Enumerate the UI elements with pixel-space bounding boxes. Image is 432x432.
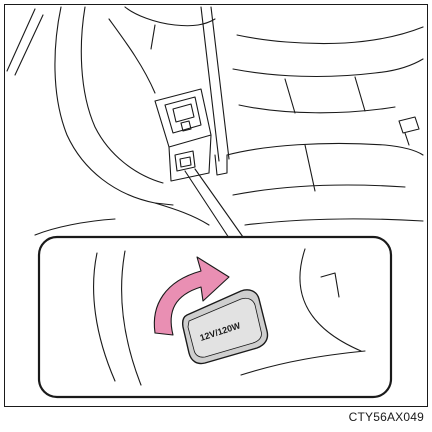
callout-pointer-left [185, 171, 231, 241]
seatbelt-strap [405, 133, 409, 145]
image-code-caption: CTY56AX049 [349, 410, 424, 424]
rear-cushion-front [233, 185, 405, 195]
callout-pointer-right [195, 169, 243, 237]
headrest-post [151, 25, 155, 49]
floor-line-2 [35, 219, 115, 235]
front-seat-back-contour [109, 19, 155, 93]
car-interior-illustration: 12V/120W [5, 5, 426, 405]
rear-cushion-top [227, 143, 423, 155]
rear-seat-seam-1 [285, 79, 295, 113]
front-seat-back-outline [55, 7, 173, 205]
rear-cushion-seam [305, 145, 315, 191]
floor-line-1 [155, 203, 209, 225]
console-panel [155, 89, 211, 147]
rear-seat-top [237, 27, 423, 44]
rear-seat-line-1 [233, 59, 423, 76]
illustration-frame: 12V/120W [4, 4, 428, 407]
power-outlet-small-cover [180, 157, 191, 167]
b-pillar-left [201, 7, 219, 161]
rear-cushion-edge [245, 219, 423, 225]
b-pillar-base [215, 155, 227, 175]
rear-seat-seam-2 [355, 77, 365, 111]
front-seat-back-seam [81, 7, 163, 183]
seatbelt-buckle [399, 117, 419, 133]
console-panel-inner [165, 97, 201, 133]
power-outlet-small [175, 151, 195, 171]
console-vent [173, 104, 194, 122]
b-pillar-right [211, 7, 229, 159]
rear-seat-line-2 [239, 105, 395, 113]
